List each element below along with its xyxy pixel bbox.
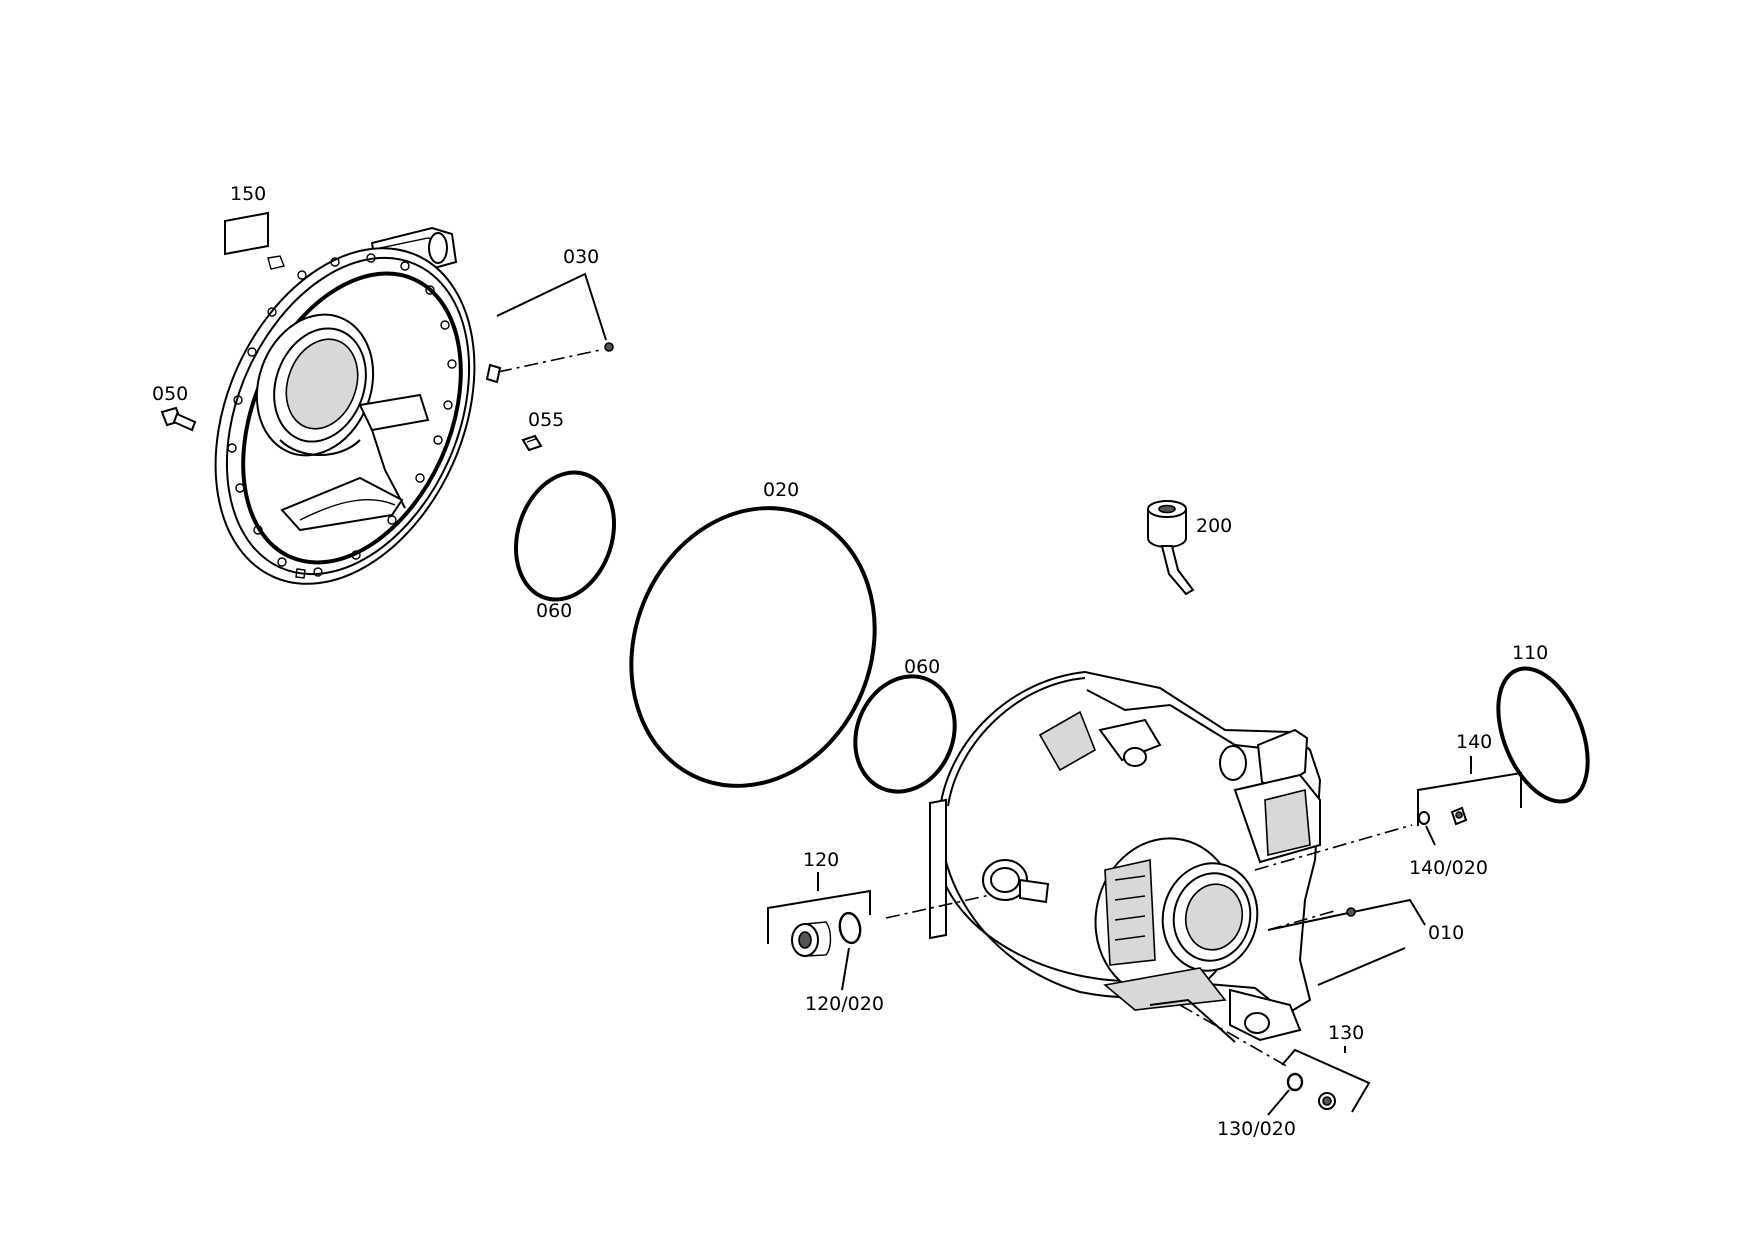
label-130-020: 130/020 <box>1217 1118 1296 1140</box>
nameplate-150: 150 <box>224 183 269 256</box>
label-060-upper: 060 <box>536 600 572 622</box>
o-ring-060-lower: 060 <box>853 656 957 794</box>
callout-group-130: 130 130/020 <box>1217 1022 1371 1140</box>
left-cover-housing <box>214 226 502 585</box>
label-120: 120 <box>803 849 839 871</box>
label-140-020: 140/020 <box>1409 857 1488 879</box>
label-055: 055 <box>528 409 564 431</box>
main-housing-010: 010 <box>929 670 1464 1043</box>
o-ring-110: 110 <box>1496 642 1590 804</box>
callout-group-140: 140 140/020 <box>1409 731 1522 879</box>
label-200: 200 <box>1196 515 1232 537</box>
callout-group-120: 120 120/020 <box>767 849 884 1015</box>
label-120-020: 120/020 <box>805 993 884 1015</box>
callout-030: 030 <box>496 246 614 373</box>
label-150: 150 <box>230 183 266 205</box>
label-020: 020 <box>763 479 799 501</box>
sensor-200: 200 <box>1147 500 1232 596</box>
bolt-050: 050 <box>152 383 197 432</box>
assembly-axis-lines <box>885 824 1413 1069</box>
label-050: 050 <box>152 383 188 405</box>
label-140: 140 <box>1456 731 1492 753</box>
label-030: 030 <box>563 246 599 268</box>
label-060-lower: 060 <box>904 656 940 678</box>
plug-055: 055 <box>521 409 564 452</box>
label-130: 130 <box>1328 1022 1364 1044</box>
label-010: 010 <box>1428 922 1464 944</box>
label-110: 110 <box>1512 642 1548 664</box>
o-ring-020-large: 020 <box>629 479 877 788</box>
o-ring-060-upper: 060 <box>513 470 617 622</box>
part-010-plug <box>1346 907 1356 917</box>
